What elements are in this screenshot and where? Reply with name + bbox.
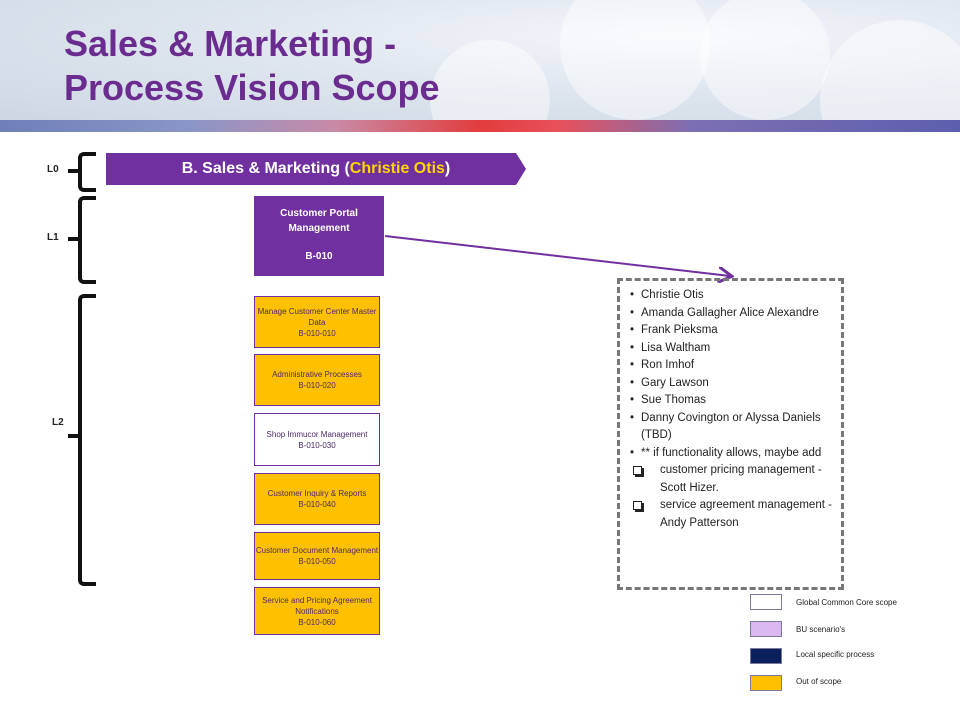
legend-swatch-out-of-scope (750, 675, 782, 691)
l2-process-name: Service and Pricing Agreement Notificati… (262, 595, 372, 616)
l0-owner: Christie Otis (349, 160, 445, 177)
legend-swatch-bu-scenarios (750, 621, 782, 637)
header-divider (0, 120, 960, 132)
l2-process-box: Manage Customer Center Master Data B-010… (254, 296, 380, 348)
header-background (0, 0, 960, 180)
legend-label: Local specific process (796, 650, 875, 659)
l1-name-line-2: Management (288, 223, 350, 234)
bracket-l0 (68, 152, 96, 192)
l2-process-code: B-010-020 (298, 381, 336, 390)
checkbox-list-item: service agreement management - Andy Patt… (630, 497, 835, 532)
l2-process-code: B-010-060 (298, 617, 336, 627)
l2-process-name: Shop Immucor Management (266, 429, 368, 439)
title-line-2: Process Vision Scope (64, 67, 440, 108)
l2-process-box: Administrative Processes B-010-020 (254, 354, 380, 406)
l2-process-box: Shop Immucor Management B-010-030 (254, 413, 380, 466)
list-item: Lisa Waltham (630, 340, 835, 358)
list-item: Frank Pieksma (630, 322, 835, 340)
list-item: ** if functionality allows, maybe add (630, 445, 835, 463)
l2-process-code: B-010-040 (298, 500, 336, 509)
list-item: Sue Thomas (630, 392, 835, 410)
l2-process-code: B-010-030 (298, 440, 336, 450)
legend-swatch-global-common-core (750, 594, 782, 610)
legend-swatch-local-specific (750, 648, 782, 664)
checkbox-list-item: customer pricing management - Scott Hize… (630, 462, 835, 497)
l1-code: B-010 (305, 251, 333, 262)
level-label-l1: L1 (47, 232, 59, 243)
stakeholder-list-box: Christie Otis Amanda Gallagher Alice Ale… (617, 278, 844, 590)
title-line-1: Sales & Marketing - (64, 23, 397, 64)
list-item: Amanda Gallagher Alice Alexandre (630, 305, 835, 323)
l0-process-bar: B. Sales & Marketing (Christie Otis) (106, 153, 526, 185)
l1-name-line-1: Customer Portal (280, 208, 358, 219)
l2-process-box: Customer Inquiry & Reports B-010-040 (254, 473, 380, 525)
level-label-l2: L2 (52, 417, 64, 428)
list-item: Danny Covington or Alyssa Daniels (TBD) (630, 410, 835, 445)
list-item: Christie Otis (630, 287, 835, 305)
list-item: Ron Imhof (630, 357, 835, 375)
bracket-l1 (68, 196, 96, 284)
l2-process-name: Manage Customer Center Master Data (257, 306, 377, 327)
l2-process-code: B-010-010 (298, 328, 336, 338)
bracket-l2 (68, 294, 96, 586)
l2-process-box: Customer Document Management B-010-050 (254, 532, 380, 580)
level-label-l0: L0 (47, 164, 59, 175)
l2-process-name: Administrative Processes (272, 370, 362, 379)
list-item: Gary Lawson (630, 375, 835, 393)
l0-suffix: ) (444, 160, 451, 177)
l2-process-name: Customer Inquiry & Reports (267, 489, 367, 498)
l2-process-box: Service and Pricing Agreement Notificati… (254, 587, 380, 635)
l2-process-code: B-010-050 (298, 557, 336, 566)
legend-label: Out of scope (796, 677, 842, 686)
slide-title: Sales & Marketing - Process Vision Scope (64, 22, 440, 110)
l1-process-box: Customer Portal Management B-010 (254, 196, 384, 276)
l2-process-name: Customer Document Management (255, 546, 379, 555)
l0-title: B. Sales & Marketing ( (181, 160, 350, 177)
legend-label: Global Common Core scope (796, 598, 897, 607)
legend-label: BU scenario's (796, 625, 846, 634)
